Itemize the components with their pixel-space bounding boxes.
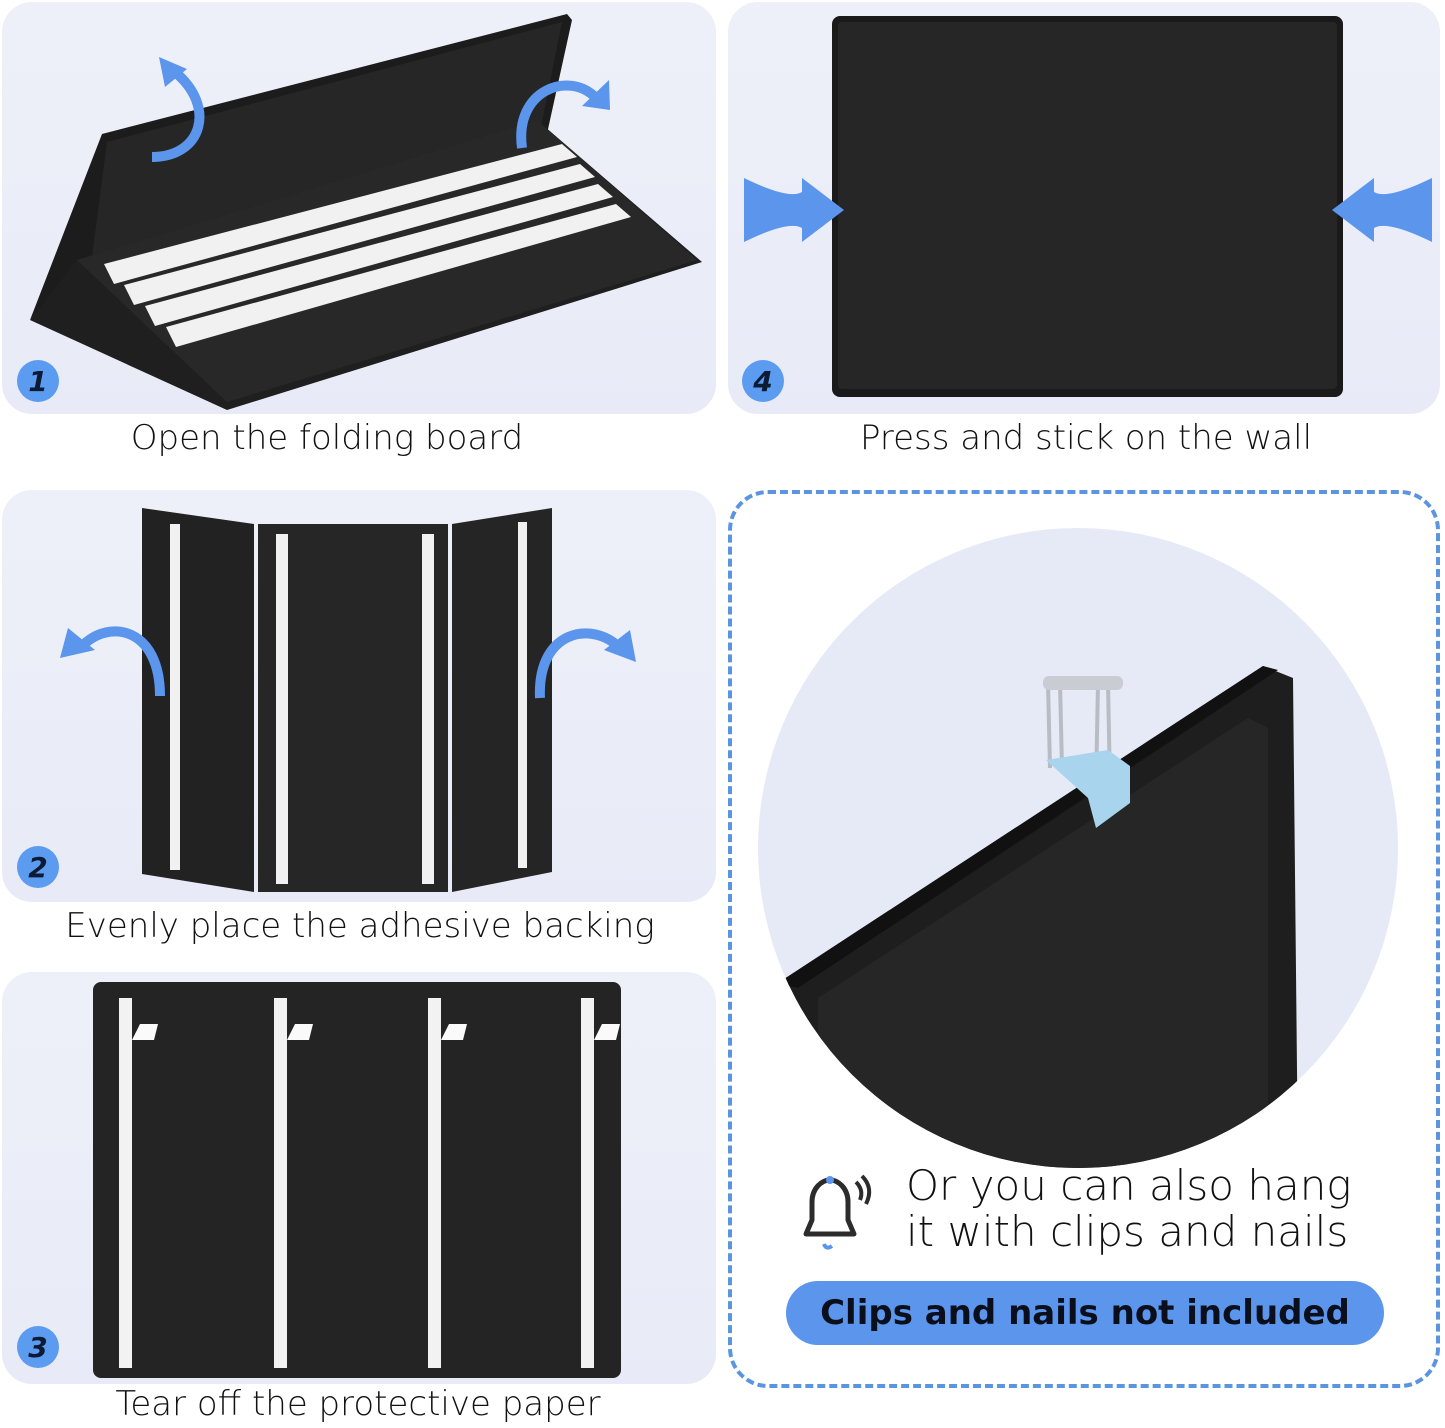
press-arrow-left-icon <box>1332 178 1432 242</box>
step-number-badge: 2 <box>17 846 59 888</box>
step-number-badge: 1 <box>17 360 59 402</box>
peel-tab-icon <box>441 1024 467 1040</box>
alternative-text-line-2: it with clips and nails <box>906 1207 1349 1256</box>
adhesive-strip <box>581 998 594 1368</box>
adhesive-strip <box>428 998 441 1368</box>
not-included-notice-badge: Clips and nails not included <box>786 1281 1384 1345</box>
alternative-hanging-box <box>728 490 1440 1388</box>
peel-tab-icon <box>132 1024 158 1040</box>
alternative-hanging-text: Or you can also hang it with clips and n… <box>906 1163 1352 1255</box>
step-number-badge: 3 <box>17 1326 59 1368</box>
folding-board-open-illustration <box>30 14 702 410</box>
step-1-panel: 1 <box>2 2 716 414</box>
step-4-caption: Press and stick on the wall <box>859 418 1313 458</box>
clip-closeup-illustration <box>758 528 1398 1168</box>
step-number-badge: 4 <box>742 360 784 402</box>
curved-arrow-icon <box>516 80 610 149</box>
board-back-illustration <box>93 982 621 1378</box>
step-3-panel: 3 <box>2 972 716 1384</box>
step-3-caption: Tear off the protective paper <box>115 1384 601 1424</box>
step-2-panel: 2 <box>2 490 716 902</box>
step-4-panel: 4 <box>728 2 1440 414</box>
curved-arrow-right-icon <box>534 628 636 699</box>
alternative-text-line-1: Or you can also hang <box>906 1161 1352 1210</box>
curved-arrow-left-icon <box>60 626 165 697</box>
peel-tab-icon <box>594 1024 620 1040</box>
press-arrow-right-icon <box>744 178 844 242</box>
step-1-caption: Open the folding board <box>130 418 524 458</box>
curved-arrow-icon <box>151 57 205 162</box>
adhesive-strip <box>119 998 132 1368</box>
step-2-caption: Evenly place the adhesive backing <box>65 906 655 946</box>
bell-icon <box>803 1174 872 1250</box>
trifold-board-illustration <box>142 508 552 892</box>
peel-tab-icon <box>287 1024 313 1040</box>
mounted-board-illustration <box>832 16 1343 397</box>
adhesive-strip <box>274 998 287 1368</box>
